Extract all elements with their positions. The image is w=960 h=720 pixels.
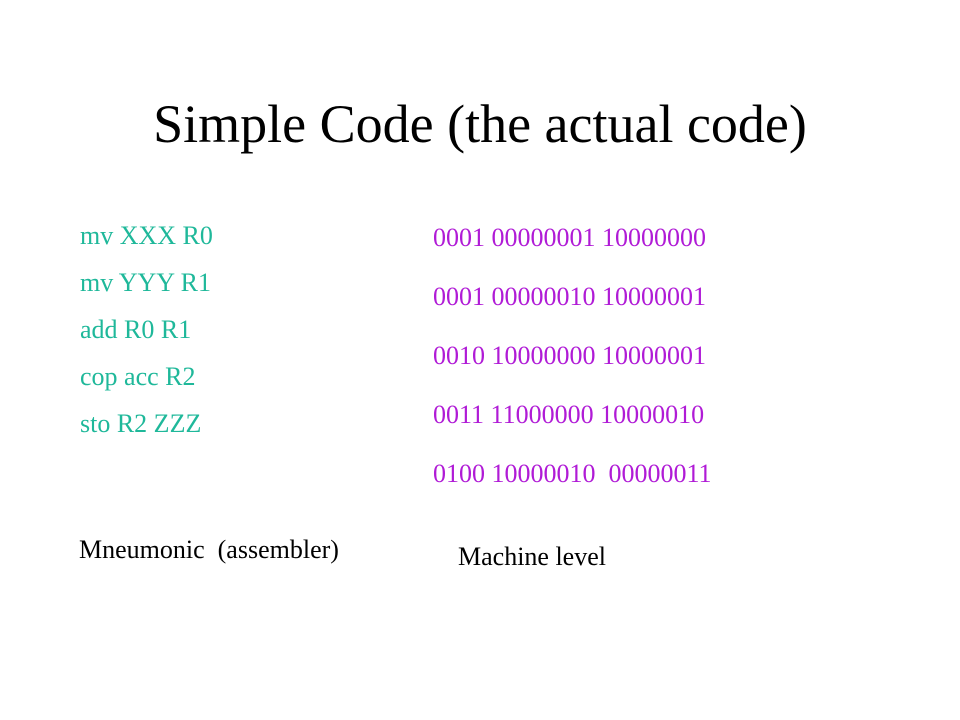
machine-caption: Machine level: [458, 542, 606, 571]
machine-line: 0011 11000000 10000010: [433, 400, 705, 429]
mnemonic-line: add R0 R1: [80, 315, 192, 344]
mnemonic-caption: Mneumonic (assembler): [79, 535, 339, 564]
mnemonic-line: mv YYY R1: [80, 268, 211, 297]
machine-line: 0001 00000010 10000001: [433, 282, 706, 311]
machine-line: 0100 10000010 00000011: [433, 459, 712, 488]
machine-line: 0010 10000000 10000001: [433, 341, 706, 370]
mnemonic-line: cop acc R2: [80, 362, 196, 391]
slide-title: Simple Code (the actual code): [153, 94, 807, 154]
mnemonic-code-list: mv XXX R0 mv YYY R1 add R0 R1 cop acc R2…: [80, 216, 213, 451]
machine-code-list: 0001 00000001 10000000 0001 00000010 100…: [433, 216, 712, 511]
mnemonic-line: sto R2 ZZZ: [80, 409, 202, 438]
machine-line: 0001 00000001 10000000: [433, 223, 706, 252]
mnemonic-line: mv XXX R0: [80, 221, 213, 250]
